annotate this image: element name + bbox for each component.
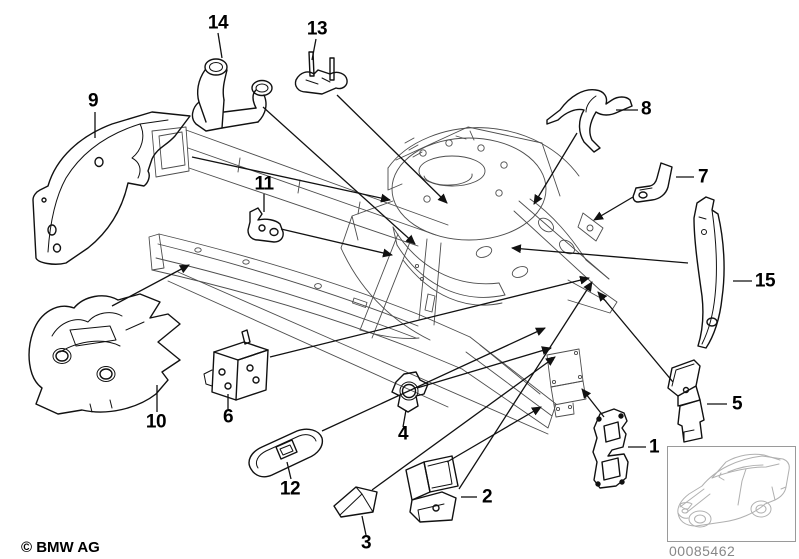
- part-3-drawing: [333, 486, 378, 518]
- part-5-drawing: [667, 359, 705, 443]
- part-label-4[interactable]: 4: [397, 423, 409, 445]
- install-location-arrows: [111, 94, 689, 491]
- part-label-11[interactable]: 11: [254, 173, 274, 195]
- part-label-7[interactable]: 7: [697, 166, 709, 188]
- image-number: 00085462: [669, 543, 736, 559]
- vehicle-thumbnail-box: [667, 446, 796, 542]
- part-label-14[interactable]: 14: [207, 12, 229, 34]
- label-leader-lines: [94, 32, 752, 536]
- part-label-12[interactable]: 12: [279, 478, 301, 500]
- part-13-drawing: [294, 51, 348, 95]
- part-6-drawing: [203, 329, 269, 401]
- part-label-5[interactable]: 5: [731, 393, 743, 415]
- part-label-13[interactable]: 13: [306, 18, 328, 40]
- part-label-2[interactable]: 2: [481, 486, 493, 508]
- part-label-9[interactable]: 9: [87, 90, 99, 112]
- body-assembly-drawing: [148, 126, 618, 435]
- part-2-drawing: [405, 455, 459, 523]
- part-label-8[interactable]: 8: [640, 98, 652, 120]
- part-12-drawing: [248, 428, 324, 478]
- part-10-drawing: [28, 293, 181, 415]
- part-label-10[interactable]: 10: [145, 411, 167, 433]
- part-label-1[interactable]: 1: [648, 436, 660, 458]
- car-icon: [677, 453, 790, 528]
- part-7-drawing: [632, 162, 673, 203]
- part-8-drawing: [546, 89, 633, 153]
- part-14-drawing: [191, 58, 273, 132]
- part-label-6[interactable]: 6: [222, 406, 234, 428]
- part-1-drawing: [592, 408, 629, 489]
- part-label-3[interactable]: 3: [360, 532, 372, 554]
- part-15-drawing: [693, 196, 725, 349]
- copyright-text: © BMW AG: [21, 539, 100, 556]
- part-label-15[interactable]: 15: [754, 270, 776, 292]
- loose-parts-drawings: [28, 51, 725, 523]
- part-9-drawing: [32, 111, 191, 265]
- part-11-drawing: [247, 207, 284, 243]
- part-4-drawing: [391, 371, 429, 413]
